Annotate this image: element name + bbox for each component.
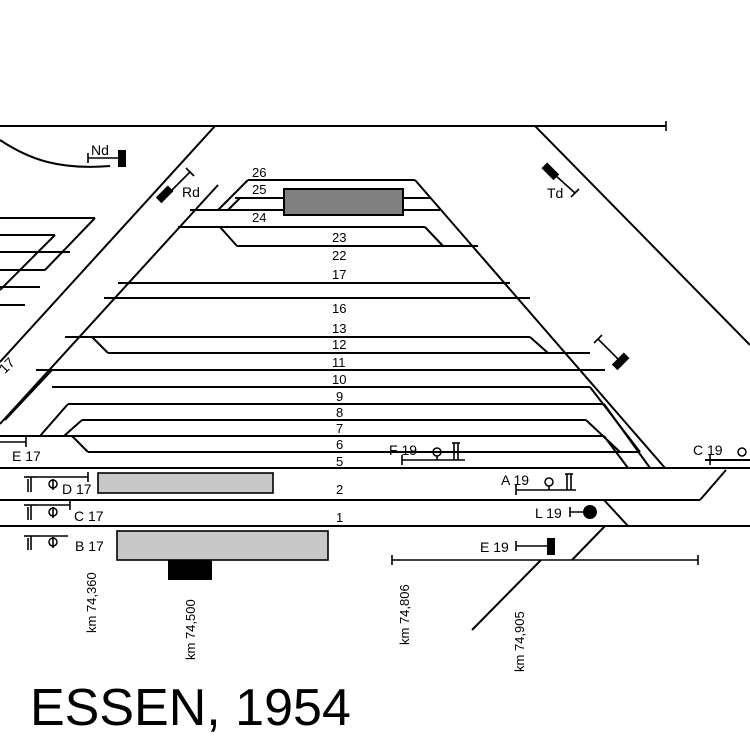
- km-post-74-905: km 74,905: [512, 611, 527, 672]
- track-label: 26: [252, 165, 266, 180]
- signal-td: Td: [541, 162, 580, 201]
- signal-c19: C 19: [693, 442, 750, 465]
- track-label: 12: [332, 337, 346, 352]
- track-label: 9: [336, 389, 343, 404]
- svg-text:E 17: E 17: [12, 448, 41, 464]
- signal-right-diagonal: [593, 334, 630, 371]
- signal-c17: C 17: [24, 500, 104, 524]
- platforms: [97, 188, 404, 580]
- track-label: 1: [336, 510, 343, 525]
- station-building: [168, 560, 212, 580]
- kilometre-posts: km 74,360 km 74,500 km 74,806 km 74,905: [84, 555, 699, 672]
- left-edge-label: 17: [0, 354, 18, 376]
- track-label: 2: [336, 482, 343, 497]
- signal-l19: L 19: [535, 505, 597, 521]
- signal-e17: E 17: [0, 437, 41, 464]
- platform-2: [97, 472, 274, 494]
- track-number-labels: 26 25 24 23 22 17 16 13 12 11 10 9 8 7 6…: [252, 165, 346, 525]
- track-label: 11: [332, 355, 346, 370]
- svg-text:C 17: C 17: [74, 508, 104, 524]
- track-label: 5: [336, 454, 343, 469]
- platform-24-25: [283, 188, 404, 216]
- signal-a19: A 19: [501, 472, 576, 495]
- track-label: 25: [252, 182, 266, 197]
- track-label: 8: [336, 405, 343, 420]
- svg-text:Nd: Nd: [91, 142, 109, 158]
- signal-rd: Rd: [155, 167, 200, 204]
- svg-text:E 19: E 19: [480, 539, 509, 555]
- signal-f19: F 19: [389, 442, 465, 465]
- track-label: 10: [332, 372, 346, 387]
- svg-text:C 19: C 19: [693, 442, 723, 458]
- left-ladder: [0, 217, 96, 306]
- signals: Nd Rd Td 17 E 17: [0, 142, 750, 555]
- track-label: 22: [332, 248, 346, 263]
- signal-b17: B 17: [24, 535, 104, 554]
- yard-tracks: [0, 179, 750, 631]
- signal-nd: Nd: [87, 142, 126, 167]
- platform-1: [116, 530, 329, 561]
- track-label: 6: [336, 437, 343, 452]
- track-label: 24: [252, 210, 266, 225]
- svg-text:Td: Td: [547, 185, 563, 201]
- svg-text:F 19: F 19: [389, 442, 417, 458]
- km-post-74-500: km 74,500: [183, 599, 198, 660]
- main-lines: [0, 121, 750, 425]
- track-label: 13: [332, 321, 346, 336]
- svg-text:B 17: B 17: [75, 538, 104, 554]
- track-label: 16: [332, 301, 346, 316]
- km-post-74-806: km 74,806: [397, 584, 412, 645]
- track-label: 23: [332, 230, 346, 245]
- svg-text:A 19: A 19: [501, 472, 529, 488]
- svg-text:L 19: L 19: [535, 505, 562, 521]
- signal-e19: E 19: [480, 538, 555, 555]
- svg-text:Rd: Rd: [182, 184, 200, 200]
- diagram-title: ESSEN, 1954: [30, 679, 351, 737]
- track-label: 17: [332, 267, 346, 282]
- track-label: 7: [336, 421, 343, 436]
- svg-text:D 17: D 17: [62, 481, 92, 497]
- km-post-74-360: km 74,360: [84, 572, 99, 633]
- signal-d17: D 17: [24, 472, 92, 497]
